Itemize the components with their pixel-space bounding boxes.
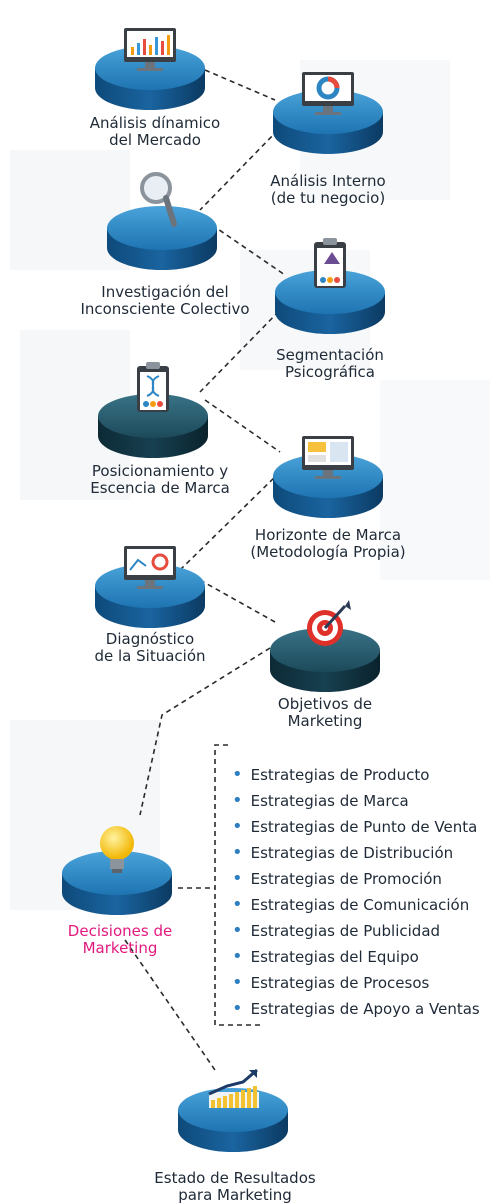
monitor-report-icon xyxy=(124,546,176,589)
node-label-line: Objetivos de xyxy=(277,695,373,713)
node-label-line: (de tu negocio) xyxy=(270,189,386,207)
connector-8 xyxy=(139,647,271,816)
strategy-item: Estrategias de Marca xyxy=(232,788,480,814)
node-resultados xyxy=(178,1068,288,1152)
node-cylinder-top xyxy=(275,270,385,314)
node-label-line: Horizonte de Marca xyxy=(254,526,402,544)
strategies-bracket xyxy=(214,744,262,1026)
connector-4 xyxy=(199,304,286,393)
strategy-item: Estrategias de Distribución xyxy=(232,840,480,866)
connector-1 xyxy=(204,69,276,101)
node-label-line: Diagnóstico xyxy=(105,630,195,648)
strategy-item: Estrategias de Apoyo a Ventas xyxy=(232,996,480,1022)
node-posicionamiento xyxy=(98,362,208,458)
node-label-line: para Marketing xyxy=(178,1186,292,1204)
clipboard-dna-icon xyxy=(137,362,169,412)
node-label-line: Marketing xyxy=(82,939,158,957)
node-label-line: Marketing xyxy=(287,712,363,730)
strategy-item: Estrategias de Publicidad xyxy=(232,918,480,944)
node-label-line: Psicográfica xyxy=(285,363,375,381)
connector-7 xyxy=(199,579,276,623)
node-objetivos xyxy=(270,600,380,692)
monitor-bar-chart-icon xyxy=(124,28,176,71)
clipboard-chart-icon xyxy=(314,238,346,288)
node-label-line: Inconsciente Colectivo xyxy=(80,300,250,318)
connector-lines xyxy=(124,69,286,1071)
node-label-horizonte: Horizonte de Marca(Metodología Propia) xyxy=(250,527,405,561)
node-label-interno: Análisis Interno(de tu negocio) xyxy=(270,173,386,207)
node-label-line: de la Situación xyxy=(94,647,206,665)
node-decisiones xyxy=(62,826,172,915)
connector-3 xyxy=(211,224,286,276)
strategy-item: Estrategias de Comunicación xyxy=(232,892,480,918)
node-interno xyxy=(273,72,383,154)
strategy-item: Estrategias de Promoción xyxy=(232,866,480,892)
monitor-donut-chart-icon xyxy=(302,72,354,115)
strategy-item: Estrategias del Equipo xyxy=(232,944,480,970)
monitor-dashboard-icon xyxy=(302,436,354,479)
node-cylinder-top xyxy=(107,206,217,250)
target-arrow-icon xyxy=(307,600,351,646)
node-label-line: Análisis dínamico xyxy=(89,114,221,132)
node-cylinder-top xyxy=(178,1088,288,1132)
node-label-line: Análisis Interno xyxy=(270,172,386,190)
strategy-item: Estrategias de Punto de Venta xyxy=(232,814,480,840)
node-label-line: Decisiones de xyxy=(67,922,173,940)
connector-5 xyxy=(204,399,281,453)
connector-9 xyxy=(124,939,216,1071)
strategy-item: Estrategias de Procesos xyxy=(232,970,480,996)
node-cylinder-top xyxy=(98,394,208,438)
node-diagnostico xyxy=(95,546,205,628)
node-inconsciente xyxy=(107,172,217,270)
growth-chart-icon xyxy=(208,1068,259,1108)
node-label-line: Escencia de Marca xyxy=(90,479,230,497)
node-label-line: Posicionamiento y xyxy=(91,462,229,480)
node-cylinder-top xyxy=(270,628,380,672)
node-label-line: (Metodología Propia) xyxy=(250,543,406,561)
node-label-line: Investigación del xyxy=(101,283,229,301)
node-mercado xyxy=(95,28,205,110)
node-label-line: del Mercado xyxy=(109,131,201,149)
node-segmentacion xyxy=(275,238,385,334)
magnifier-icon xyxy=(140,172,177,227)
strategies-list: Estrategias de ProductoEstrategias de Ma… xyxy=(232,762,480,1022)
node-label-line: Estado de Resultados xyxy=(154,1169,316,1187)
lightbulb-icon xyxy=(100,826,134,873)
strategy-item: Estrategias de Producto xyxy=(232,762,480,788)
node-label-line: Segmentación xyxy=(276,346,384,364)
connector-2 xyxy=(199,129,279,211)
node-horizonte xyxy=(273,436,383,518)
